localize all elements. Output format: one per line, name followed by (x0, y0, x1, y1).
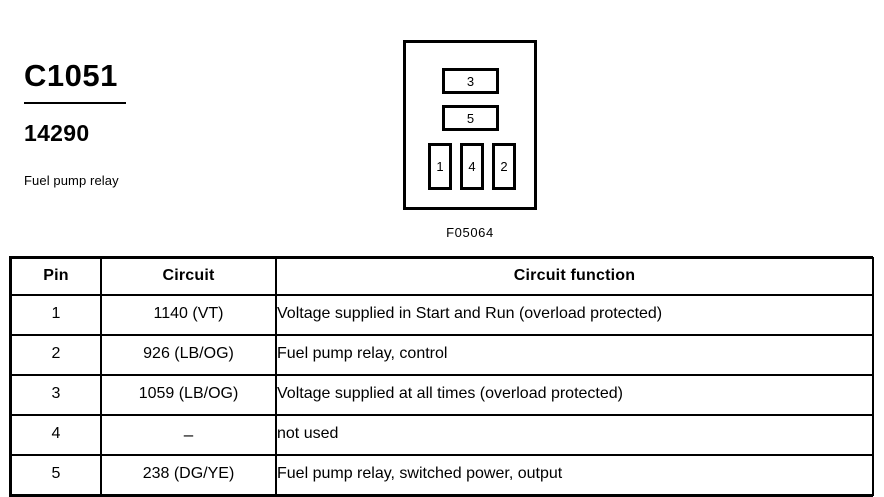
pin-table-body: 1 1140 (VT) Voltage supplied in Start an… (10, 294, 874, 496)
pin-table: Pin Circuit Circuit function 1 1140 (VT)… (10, 257, 874, 496)
table-row: 5 238 (DG/YE) Fuel pump relay, switched … (10, 454, 874, 496)
component-description: Fuel pump relay (24, 173, 119, 188)
cell-circuit: – (100, 414, 277, 456)
pin-table-container: Pin Circuit Circuit function 1 1140 (VT)… (9, 256, 874, 497)
connector-cavity-1: 1 (428, 143, 452, 190)
cell-pin: 2 (10, 334, 102, 376)
connector-face-diagram: 3 5 1 4 2 (403, 40, 537, 210)
cell-circuit: 1140 (VT) (100, 294, 277, 336)
cell-pin: 3 (10, 374, 102, 416)
connector-cavity-4: 4 (460, 143, 484, 190)
cell-circuit: 1059 (LB/OG) (100, 374, 277, 416)
cell-pin: 4 (10, 414, 102, 456)
cell-pin: 5 (10, 454, 102, 496)
cell-circuit-function: Fuel pump relay, switched power, output (275, 454, 874, 496)
cell-circuit: 238 (DG/YE) (100, 454, 277, 496)
diagram-figure-id: F05064 (446, 225, 494, 240)
table-header-row: Pin Circuit Circuit function (10, 257, 874, 296)
cell-circuit-function: Voltage supplied at all times (overload … (275, 374, 874, 416)
connector-cavity-5: 5 (442, 105, 499, 131)
connector-id: C1051 (24, 58, 118, 93)
cell-circuit-function: Fuel pump relay, control (275, 334, 874, 376)
column-header-circuit-function: Circuit function (275, 257, 874, 296)
pin-table-header: Pin Circuit Circuit function (10, 257, 874, 296)
table-row: 2 926 (LB/OG) Fuel pump relay, control (10, 334, 874, 376)
table-row: 1 1140 (VT) Voltage supplied in Start an… (10, 294, 874, 336)
part-number: 14290 (24, 120, 90, 146)
cell-circuit: 926 (LB/OG) (100, 334, 277, 376)
connector-cavity-2: 2 (492, 143, 516, 190)
connector-id-underline (24, 102, 126, 104)
table-row: 4 – not used (10, 414, 874, 456)
cell-circuit-function: Voltage supplied in Start and Run (overl… (275, 294, 874, 336)
column-header-circuit: Circuit (100, 257, 277, 296)
table-row: 3 1059 (LB/OG) Voltage supplied at all t… (10, 374, 874, 416)
column-header-pin: Pin (10, 257, 102, 296)
cell-pin: 1 (10, 294, 102, 336)
cell-circuit-function: not used (275, 414, 874, 456)
connector-cavity-3: 3 (442, 68, 499, 94)
